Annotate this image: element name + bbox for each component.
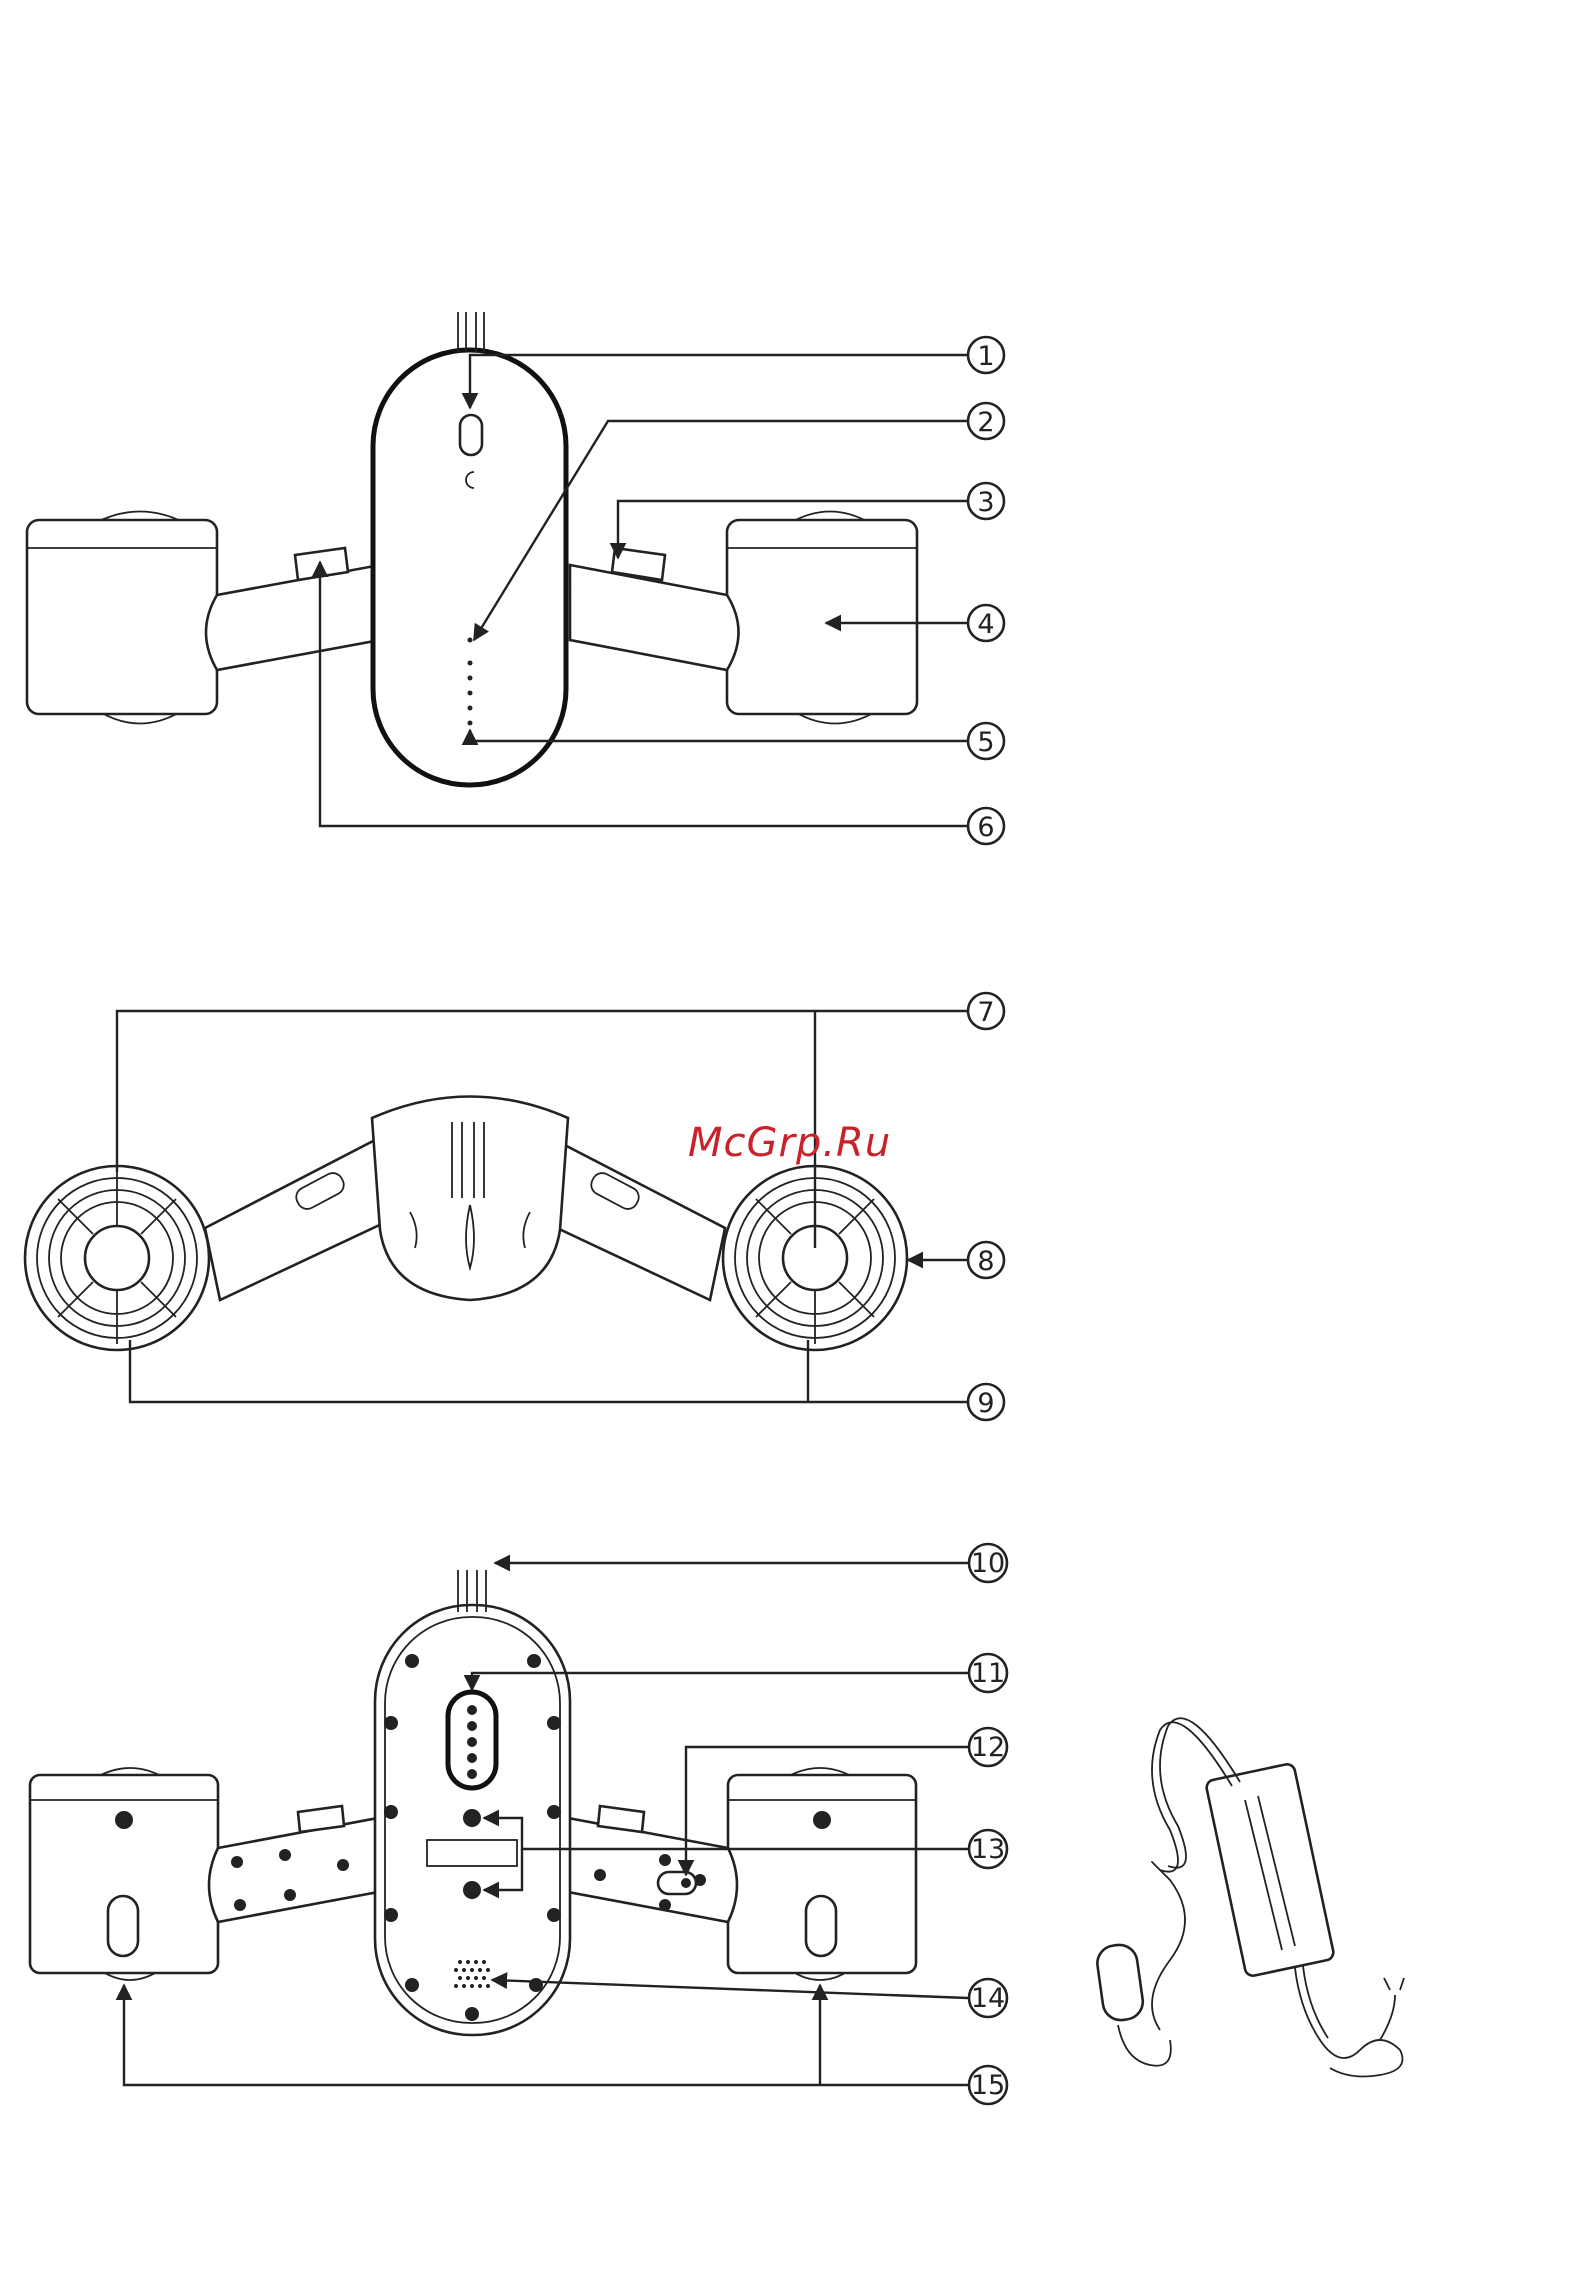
svg-text:14: 14: [971, 1983, 1005, 2014]
callouts: 1 2 3 4 5 6 7 8 9 10 11 12 13 14 15: [968, 337, 1007, 2104]
watermark-text: McGrp.Ru: [688, 1120, 891, 1166]
callout-2: 2: [968, 403, 1004, 439]
svg-text:13: 13: [971, 1834, 1005, 1865]
front-view: [25, 1011, 968, 1402]
callout-1: 1: [968, 337, 1004, 373]
charger-accessory: [1095, 1718, 1404, 2076]
bottom-view: [30, 1563, 968, 2085]
svg-text:12: 12: [971, 1732, 1005, 1763]
svg-text:5: 5: [977, 727, 994, 758]
callout-8: 8: [968, 1242, 1004, 1278]
left-front-arm: [205, 1140, 390, 1300]
svg-text:10: 10: [971, 1548, 1005, 1579]
callout-5: 5: [968, 723, 1004, 759]
power-switch: [460, 415, 482, 455]
svg-text:4: 4: [977, 609, 994, 640]
right-arm: [570, 565, 739, 670]
callout-6: 6: [968, 808, 1004, 844]
left-thruster: [25, 1166, 209, 1350]
callout-9: 9: [968, 1384, 1004, 1420]
left-bottom-pod: [30, 1768, 218, 1980]
callout-10: 10: [969, 1544, 1007, 1582]
left-motor-pod: [27, 512, 217, 724]
charger-brick: [1205, 1763, 1335, 1977]
callout-15: 15: [969, 2066, 1007, 2104]
callout-12: 12: [969, 1728, 1007, 1766]
callout-14: 14: [969, 1979, 1007, 2017]
svg-text:1: 1: [977, 341, 994, 372]
charger-plug-head: [1095, 1943, 1145, 2023]
svg-text:2: 2: [977, 407, 994, 438]
callout-11: 11: [969, 1654, 1007, 1692]
callout-7: 7: [968, 993, 1004, 1029]
svg-text:11: 11: [971, 1658, 1005, 1689]
svg-text:3: 3: [977, 487, 994, 518]
right-bottom-arm: [568, 1818, 737, 1922]
right-motor-pod: [727, 512, 917, 724]
top-connector: [458, 312, 484, 352]
svg-text:6: 6: [977, 812, 994, 843]
svg-text:7: 7: [977, 997, 994, 1028]
callout-4: 4: [968, 605, 1004, 641]
svg-text:8: 8: [977, 1246, 994, 1277]
callout-13: 13: [969, 1830, 1007, 1868]
callout-3: 3: [968, 483, 1004, 519]
svg-text:9: 9: [977, 1388, 994, 1419]
left-arm: [206, 565, 380, 670]
right-bottom-pod: [728, 1768, 916, 1980]
svg-text:15: 15: [971, 2070, 1005, 2101]
top-view: [27, 312, 968, 826]
